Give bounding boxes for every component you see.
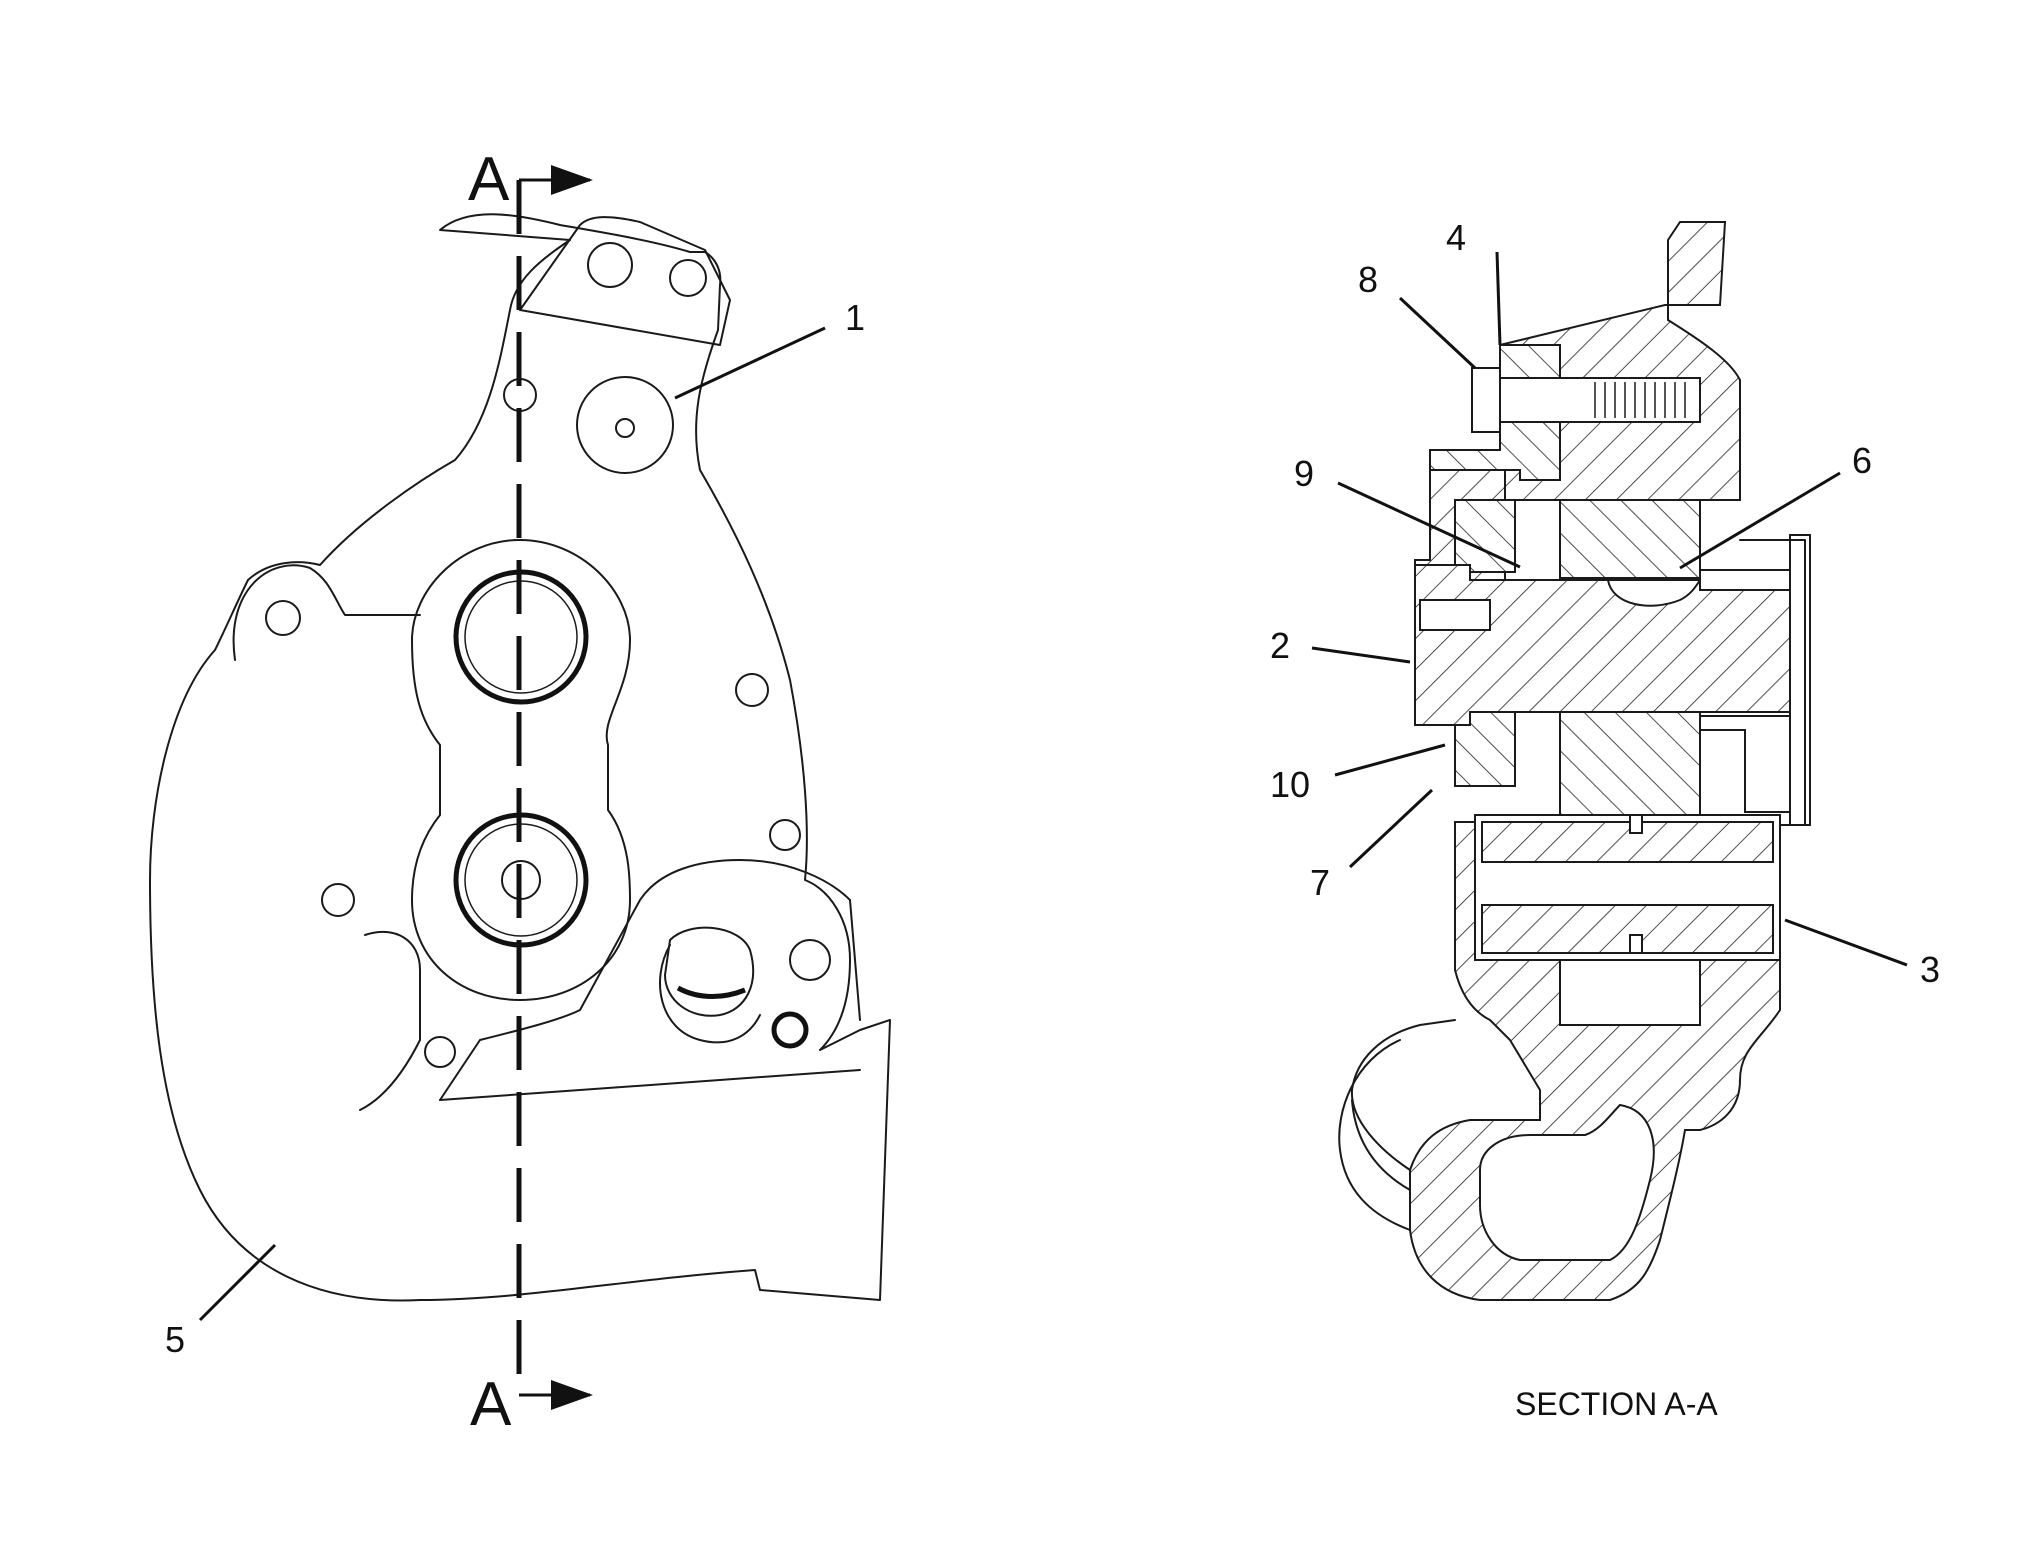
bracket-hole-2	[669, 259, 707, 297]
bolt-head	[1471, 367, 1501, 433]
leader-2	[1311, 646, 1411, 664]
pickup-tube-outer	[1338, 1039, 1411, 1231]
body-hole-7	[771, 1011, 809, 1049]
boss-1	[576, 376, 674, 474]
idler-shaft-lower	[1481, 904, 1774, 954]
woodruff-key	[1606, 579, 1702, 607]
leader-1	[674, 326, 826, 400]
leader-3	[1784, 918, 1908, 967]
bolt-thread	[1594, 382, 1686, 418]
callout-7: 7	[1310, 862, 1330, 903]
section-cut-line: A A	[468, 145, 593, 1439]
section-letter-bottom: A	[470, 1370, 512, 1439]
left-ear-hole	[265, 600, 301, 636]
outlet-boss	[659, 944, 761, 1044]
leader-8	[1398, 296, 1477, 370]
pickup-tube-inner	[1351, 1099, 1411, 1191]
leader-5	[198, 1243, 277, 1322]
pump-body-outline	[149, 213, 891, 1302]
body-hole-2	[735, 673, 769, 707]
body-hole-4	[321, 883, 355, 917]
leader-4	[1495, 251, 1502, 346]
mounting-bracket	[519, 216, 731, 346]
housing-right-edge	[1739, 539, 1806, 826]
body-hole-3	[769, 819, 801, 851]
callouts: 1 2 3 4 5 6 7 8 9 10	[165, 217, 1940, 1360]
section-letter-top: A	[468, 145, 510, 214]
section-caption: SECTION A-A	[1515, 1386, 1718, 1422]
leader-6	[1679, 471, 1841, 570]
shaft-end-bore	[1419, 599, 1491, 631]
lower-gear-section	[1559, 711, 1701, 823]
callout-1: 1	[845, 297, 865, 338]
section-view	[1338, 221, 1811, 1301]
callout-3: 3	[1920, 949, 1940, 990]
idler-shaft-upper	[1481, 821, 1774, 863]
outlet-port-edge	[676, 985, 746, 999]
leader-10	[1334, 743, 1446, 777]
callout-5: 5	[165, 1319, 185, 1360]
callout-2: 2	[1270, 625, 1290, 666]
callout-4: 4	[1446, 217, 1466, 258]
lower-flange	[439, 859, 861, 1101]
callout-10: 10	[1270, 764, 1310, 805]
pickup-tube	[1350, 1019, 1456, 1171]
idler-pin-lower	[1629, 934, 1643, 954]
left-ear	[232, 564, 421, 661]
callout-6: 6	[1852, 440, 1872, 481]
leader-9	[1337, 481, 1521, 569]
body-hole-5	[424, 1036, 456, 1068]
callout-9: 9	[1294, 453, 1314, 494]
body-hole-6	[789, 939, 831, 981]
side-plate	[1789, 534, 1811, 826]
callout-8: 8	[1358, 259, 1378, 300]
oil-passage	[1479, 1103, 1655, 1261]
outlet-port	[664, 926, 755, 1017]
idler-pin-upper	[1629, 814, 1643, 834]
inner-web	[359, 930, 421, 1111]
upper-gear-section	[1559, 499, 1701, 579]
leader-7	[1348, 788, 1434, 869]
bracket-hole-1	[587, 242, 633, 288]
shaft-spacer	[1699, 715, 1791, 813]
boss-1-center	[615, 418, 635, 438]
flange-edge	[439, 1069, 861, 1101]
shaft-collar	[1699, 569, 1791, 591]
bolt-shank	[1499, 377, 1701, 423]
shaft-housing	[411, 539, 631, 1001]
